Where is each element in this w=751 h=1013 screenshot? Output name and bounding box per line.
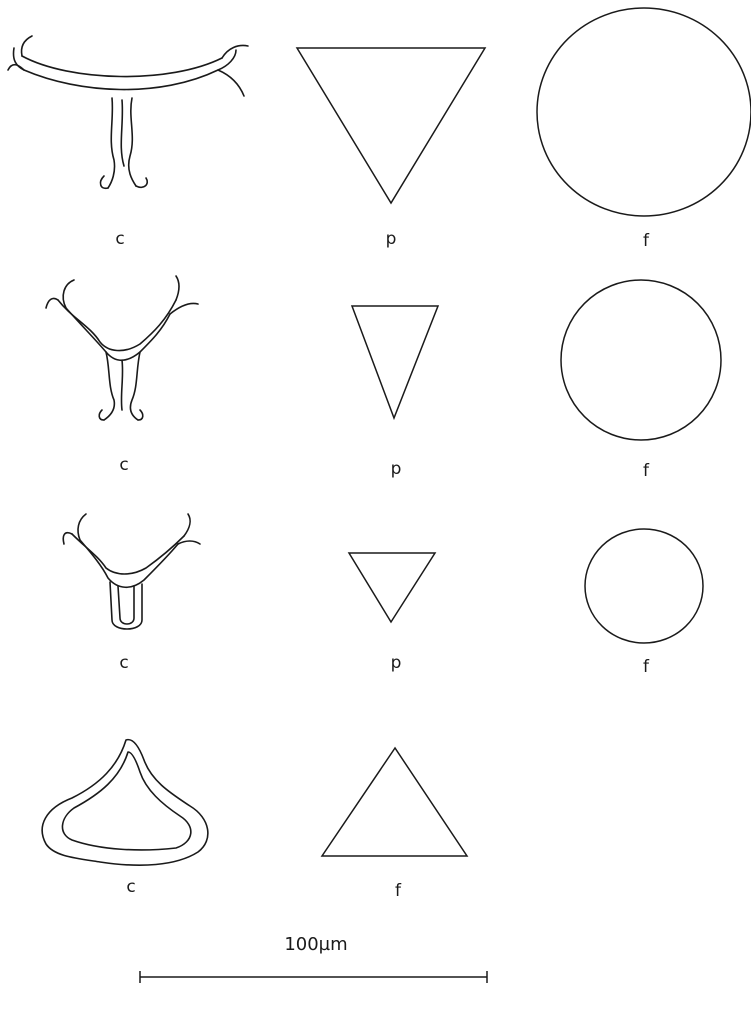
row-3-f-circle <box>585 529 703 643</box>
row-1-p-label: p <box>386 229 397 249</box>
row-2: c p f <box>46 276 721 481</box>
row-2-p-label: p <box>391 459 402 479</box>
row-1-c-cross-section <box>8 36 248 188</box>
row-1-p-triangle <box>297 48 485 203</box>
row-3-c-cross-section <box>63 514 200 629</box>
row-4: c f <box>42 740 467 901</box>
row-3-p-triangle <box>349 553 435 622</box>
row-1-f-label: f <box>643 231 650 251</box>
row-2-c-cross-section <box>46 276 198 420</box>
row-1: c p f <box>8 8 751 251</box>
row-3: c p f <box>63 514 703 677</box>
row-3-f-label: f <box>643 657 650 677</box>
row-2-p-triangle <box>352 306 438 418</box>
row-2-f-circle <box>561 280 721 440</box>
row-1-c-label: c <box>115 229 124 249</box>
row-4-f-triangle <box>322 748 467 856</box>
row-2-f-label: f <box>643 461 650 481</box>
row-4-c-cross-section <box>42 740 208 866</box>
row-4-f-label: f <box>395 881 402 901</box>
row-4-c-label: c <box>126 877 135 897</box>
scale-bar-label: 100µm <box>284 934 347 955</box>
row-2-c-label: c <box>119 455 128 475</box>
row-3-p-label: p <box>391 653 402 673</box>
row-1-f-circle <box>537 8 751 216</box>
scale-bar: 100µm <box>140 934 487 983</box>
row-3-c-label: c <box>119 653 128 673</box>
